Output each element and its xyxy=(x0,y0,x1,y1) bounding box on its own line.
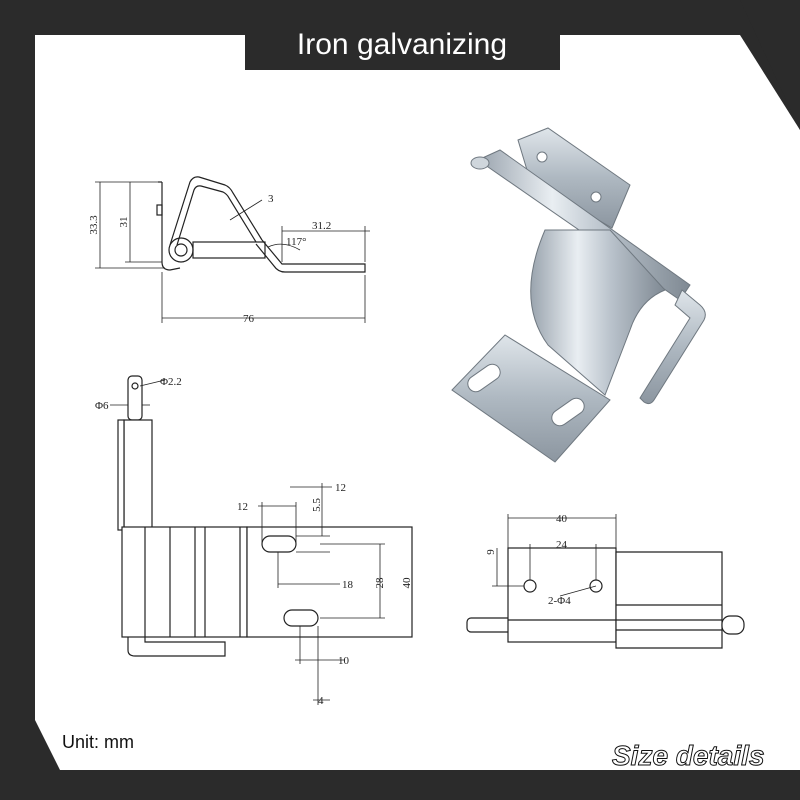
dim-4: 4 xyxy=(318,695,324,707)
dim-12-left: 12 xyxy=(237,501,248,513)
dim-5-5: 5.5 xyxy=(311,498,323,512)
title-text: Iron galvanizing xyxy=(297,28,507,61)
dim-12-top: 12 xyxy=(335,482,346,494)
dim-phi6: Φ6 xyxy=(95,400,109,412)
dim-18: 18 xyxy=(342,579,354,591)
dim-40-bottom: 40 xyxy=(556,513,568,525)
dim-24: 24 xyxy=(556,539,568,551)
dim-76: 76 xyxy=(243,313,255,325)
dim-33-3: 33.3 xyxy=(88,215,100,235)
hinge-product-photo xyxy=(451,127,706,463)
dim-phi2-2: Φ2.2 xyxy=(160,376,182,388)
dim-31: 31 xyxy=(118,217,130,228)
dim-28: 28 xyxy=(374,577,386,589)
dim-3: 3 xyxy=(268,193,274,205)
dim-40: 40 xyxy=(401,577,413,589)
dim-31-2: 31.2 xyxy=(312,220,331,232)
white-panel xyxy=(35,35,800,770)
dim-10: 10 xyxy=(338,655,350,667)
dim-117-deg: 117° xyxy=(286,236,307,248)
size-details-label: Size details xyxy=(612,740,765,771)
front-view-drawing: Φ6 Φ2.2 12 12 5.5 18 28 40 10 4 xyxy=(95,375,413,707)
dim-2-phi4: 2-Φ4 xyxy=(548,595,571,607)
bottom-view-drawing: 40 24 9 2-Φ4 xyxy=(466,513,745,649)
title-banner xyxy=(245,20,560,70)
unit-label: Unit: mm xyxy=(62,732,134,752)
dim-9: 9 xyxy=(485,549,497,555)
side-view-drawing: 33.3 31 3 31.2 117° 76 xyxy=(88,176,370,325)
